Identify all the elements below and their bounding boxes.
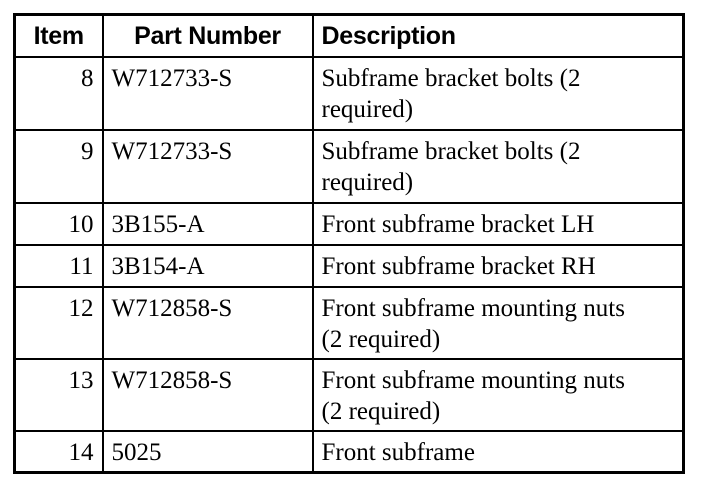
cell-item: 13 bbox=[14, 358, 104, 432]
description-line: (2 required) bbox=[321, 325, 441, 353]
cell-part-number: 5025 bbox=[102, 430, 314, 473]
column-header-part-number: Part Number bbox=[102, 14, 314, 58]
description-line: Front subframe bbox=[321, 438, 475, 466]
cell-item: 11 bbox=[14, 244, 104, 288]
cell-part-number: 3B154-A bbox=[102, 244, 314, 288]
description-line: Front subframe mounting nuts bbox=[321, 294, 625, 322]
table-body: 8 W712733-S Subframe bracket bolts (2 re… bbox=[14, 56, 684, 473]
table-header: Item Part Number Description bbox=[14, 14, 684, 58]
description-line: Front subframe mounting nuts bbox=[321, 366, 625, 394]
cell-part-number: W712858-S bbox=[102, 358, 314, 432]
cell-part-number: 3B155-A bbox=[102, 202, 314, 246]
cell-item: 10 bbox=[14, 202, 104, 246]
cell-item: 12 bbox=[14, 286, 104, 360]
cell-description: Front subframe bracket RH bbox=[312, 244, 684, 288]
cell-part-number: W712858-S bbox=[102, 286, 314, 360]
table-row: 8 W712733-S Subframe bracket bolts (2 re… bbox=[14, 56, 684, 131]
parts-list-table: Item Part Number Description 8 W712733-S… bbox=[13, 13, 685, 474]
cell-part-number: W712733-S bbox=[102, 129, 314, 204]
cell-description: Front subframe bracket LH bbox=[312, 202, 684, 246]
description-line: Subframe bracket bolts (2 bbox=[321, 64, 581, 92]
table-row: 11 3B154-A Front subframe bracket RH bbox=[14, 244, 684, 288]
description-line: required) bbox=[321, 95, 414, 123]
description-line: (2 required) bbox=[321, 397, 441, 425]
cell-description: Front subframe bbox=[313, 431, 684, 473]
cell-description: Front subframe mounting nuts (2 required… bbox=[312, 358, 684, 432]
table-row: 14 5025 Front subframe bbox=[14, 430, 684, 473]
description-line: Subframe bracket bolts (2 bbox=[321, 137, 581, 165]
column-header-description: Description bbox=[312, 14, 684, 58]
table-row: 9 W712733-S Subframe bracket bolts (2 re… bbox=[14, 129, 684, 204]
cell-item: 9 bbox=[14, 129, 104, 204]
description-line: required) bbox=[321, 168, 414, 196]
description-line: Front subframe bracket RH bbox=[321, 252, 596, 280]
description-line: Front subframe bracket LH bbox=[321, 210, 595, 238]
table-header-row: Item Part Number Description bbox=[14, 14, 684, 58]
cell-description: Subframe bracket bolts (2 required) bbox=[312, 56, 684, 131]
cell-description: Front subframe mounting nuts (2 required… bbox=[312, 286, 684, 360]
cell-item: 8 bbox=[14, 56, 104, 131]
table-row: 13 W712858-S Front subframe mounting nut… bbox=[14, 358, 684, 432]
cell-description: Subframe bracket bolts (2 required) bbox=[312, 129, 684, 204]
parts-table-container: Item Part Number Description 8 W712733-S… bbox=[13, 13, 685, 474]
column-header-item: Item bbox=[14, 14, 104, 58]
table-row: 12 W712858-S Front subframe mounting nut… bbox=[14, 286, 684, 360]
cell-item: 14 bbox=[14, 430, 104, 473]
table-row: 10 3B155-A Front subframe bracket LH bbox=[14, 202, 684, 246]
cell-part-number: W712733-S bbox=[102, 56, 314, 131]
